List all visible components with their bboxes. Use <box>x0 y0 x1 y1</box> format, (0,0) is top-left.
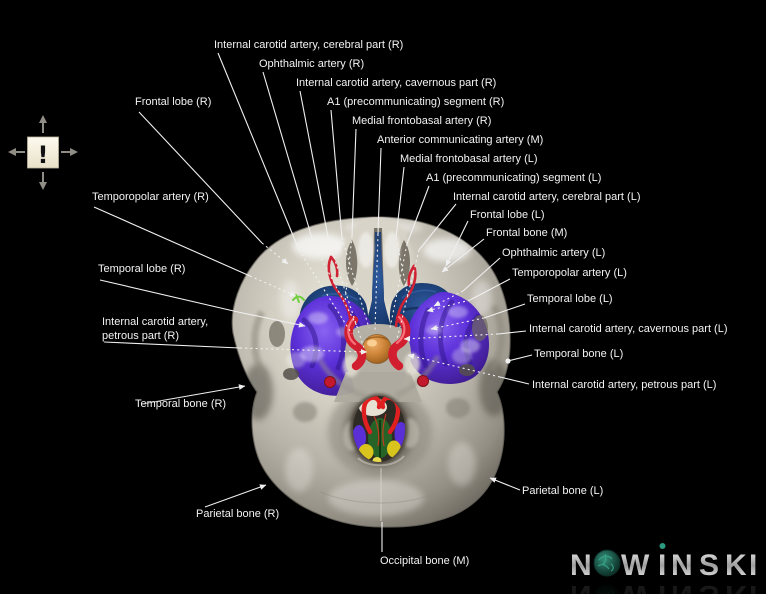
leader-lines <box>93 52 533 552</box>
arrow-right-icon[interactable] <box>70 148 78 156</box>
logo-letter: I <box>749 549 757 582</box>
skull-render <box>231 216 511 528</box>
orientation-widget[interactable]: ! <box>8 115 78 190</box>
leader-line <box>341 237 370 329</box>
leader-line <box>489 477 521 491</box>
leader-line <box>406 185 430 245</box>
leader-line <box>344 235 353 303</box>
logo-brain-texture <box>597 553 614 572</box>
leader-dot <box>505 358 511 364</box>
leader-line <box>462 257 501 292</box>
arrow-left-icon[interactable] <box>8 148 16 156</box>
lateral-bone-details <box>251 304 505 451</box>
leader-line <box>261 242 289 265</box>
leader-line <box>497 330 527 335</box>
leader-line <box>99 279 306 328</box>
logo-teal-dot <box>659 543 666 549</box>
leader-line <box>299 90 330 243</box>
foramen-magnum <box>350 394 408 467</box>
logo-letter: S <box>699 549 719 582</box>
logo-letter: N <box>671 549 693 582</box>
leader-line <box>217 52 300 251</box>
leader-line <box>430 317 485 331</box>
leader-line <box>469 278 511 301</box>
leader-line <box>262 71 315 246</box>
leader-line <box>389 243 408 329</box>
leader-line <box>499 376 530 385</box>
leader-line <box>93 206 251 277</box>
leader-line <box>330 109 343 239</box>
leader-line <box>441 238 485 273</box>
foramen-vessel-left <box>417 375 429 387</box>
leader-line <box>445 220 469 267</box>
leader-line <box>103 341 241 349</box>
orientation-symbol: ! <box>38 141 49 169</box>
leader-line <box>483 303 526 319</box>
leader-line <box>249 275 297 297</box>
leader-line <box>507 354 533 362</box>
logo-letter: W <box>621 549 650 582</box>
logo-letter: I <box>658 549 666 582</box>
arrow-up-icon[interactable] <box>39 115 47 123</box>
leader-line <box>407 353 501 378</box>
leader-line <box>141 384 246 405</box>
leader-line <box>313 244 359 329</box>
logo-letter: N <box>570 549 592 582</box>
foramen-vessel-right <box>324 376 336 388</box>
temporopolar-artery-green <box>292 294 305 303</box>
leader-line <box>374 233 379 331</box>
leader-line <box>433 290 464 307</box>
leader-line <box>298 249 353 335</box>
leader-line <box>426 299 471 313</box>
leader-line <box>403 333 499 342</box>
internal-carotid-arteries <box>344 313 411 371</box>
pituitary-sphere <box>362 334 392 364</box>
logo-brain-icon <box>593 549 621 577</box>
leader-line <box>377 147 382 235</box>
leader-line <box>351 128 357 237</box>
leader-line <box>204 484 267 508</box>
leader-line <box>239 347 368 355</box>
leader-line <box>138 111 263 244</box>
leader-line <box>418 203 457 251</box>
leader-line <box>395 166 405 239</box>
arrow-down-icon[interactable] <box>39 182 47 190</box>
logo-letter: K <box>725 549 747 582</box>
